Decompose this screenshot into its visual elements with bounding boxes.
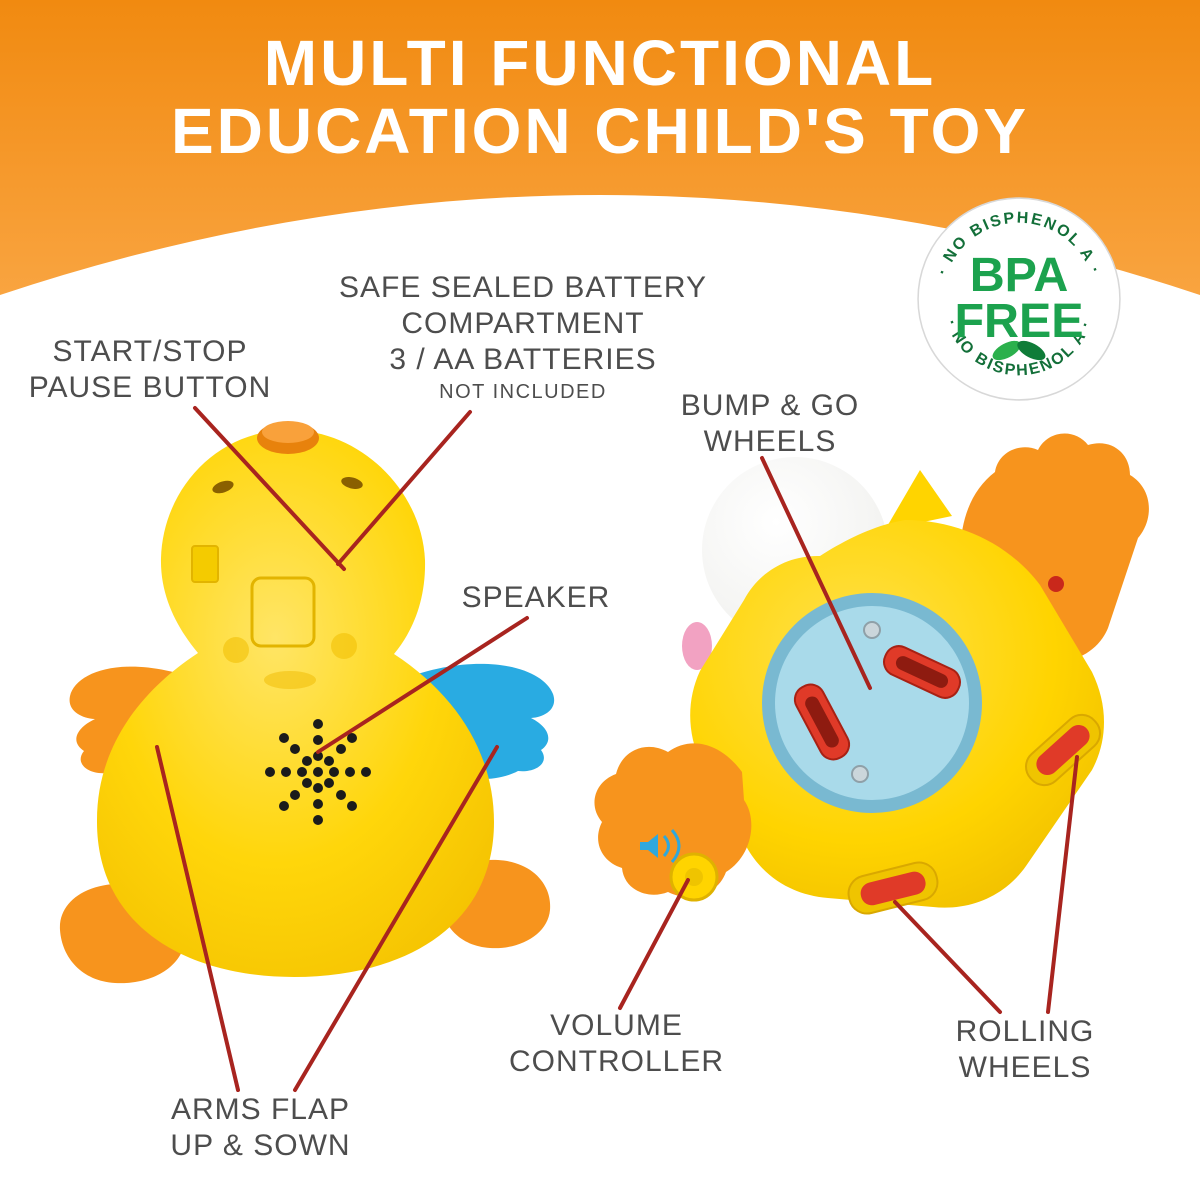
callout-battery: SAFE SEALED BATTERY COMPARTMENT 3 / AA B… [333, 270, 713, 404]
callout-line: SAFE SEALED BATTERY [339, 271, 707, 304]
callout-bump-go-wheels: BUMP & GO WHEELS [655, 388, 885, 460]
callout-volume-controller: VOLUME CONTROLLER [494, 1008, 739, 1080]
callout-line: BUMP & GO [680, 389, 860, 422]
beak-hint [682, 622, 712, 670]
leader-line-volume [618, 878, 690, 1010]
screw-icon [851, 765, 869, 783]
bump-go-switch-right [883, 645, 961, 699]
battery-door-outline [250, 576, 316, 648]
screw-icon [863, 621, 881, 639]
badge-bpa-text: BPA [970, 248, 1069, 302]
header-band [0, 0, 1200, 295]
duck-bottom-view [594, 433, 1149, 915]
duck-foot-orange-left [594, 743, 752, 898]
beak-shade [264, 671, 316, 689]
callout-start-stop: START/STOP PAUSE BUTTON [10, 334, 290, 406]
rolling-wheel-bottom [847, 861, 939, 915]
headline-line2: EDUCATION CHILD'S TOY [170, 94, 1030, 167]
duck-front-view [59, 421, 555, 984]
back-label [191, 545, 219, 583]
callout-line: START/STOP [52, 335, 248, 368]
callout-note: NOT INCLUDED [439, 381, 607, 403]
leader-line-speaker [316, 616, 529, 754]
cheek-shade-right [331, 633, 357, 659]
duck-tail [885, 470, 952, 530]
callout-line: VOLUME [550, 1009, 683, 1042]
duck-right-eye [341, 477, 363, 489]
badge-free-text: FREE [954, 294, 1083, 348]
bump-go-switch-left [793, 683, 851, 761]
callout-line: WHEELS [703, 425, 837, 458]
leader-line-start-stop [193, 406, 346, 571]
callout-speaker: SPEAKER [436, 580, 636, 616]
headline: MULTI FUNCTIONAL EDUCATION CHILD'S TOY [0, 27, 1200, 167]
leader-line-arm-blue [293, 745, 499, 1092]
leader-line-rolling-right [1046, 755, 1079, 1014]
callout-arms-flap: ARMS FLAP UP & SOWN [148, 1092, 373, 1164]
callout-line: 3 / AA BATTERIES [389, 343, 657, 376]
leader-line-battery [336, 410, 472, 566]
volume-speaker-icon [640, 829, 681, 863]
start-stop-button-top [262, 421, 314, 443]
callout-line: UP & SOWN [170, 1129, 351, 1162]
callout-line: COMPARTMENT [401, 307, 645, 340]
badge-circle [917, 197, 1121, 401]
callout-line: PAUSE BUTTON [28, 371, 272, 404]
leaf-icon [992, 340, 1046, 361]
speaker-grille [265, 719, 371, 825]
callout-line: ARMS FLAP [170, 1093, 351, 1126]
callout-rolling-wheels: ROLLING WHEELS [910, 1014, 1140, 1086]
duck-left-eye [212, 480, 234, 494]
leader-line-bump-go [760, 456, 872, 690]
headline-line1: MULTI FUNCTIONAL [263, 27, 937, 99]
callout-line: ROLLING [955, 1015, 1095, 1048]
leader-line-rolling-bottom [893, 900, 1002, 1014]
callout-line: WHEELS [958, 1051, 1092, 1084]
leader-lines [155, 406, 1079, 1092]
cheek-shade-left [223, 637, 249, 663]
leader-line-arm-orange [155, 745, 240, 1092]
battery-compartment [762, 593, 982, 813]
bpa-free-badge: · NO BISPHENOL A · · NO BISPHENOL A · BP… [917, 197, 1121, 401]
callout-line: SPEAKER [461, 581, 611, 614]
callout-line: CONTROLLER [508, 1045, 725, 1078]
hand-red-dot [1048, 576, 1064, 592]
duck-body [96, 430, 494, 977]
